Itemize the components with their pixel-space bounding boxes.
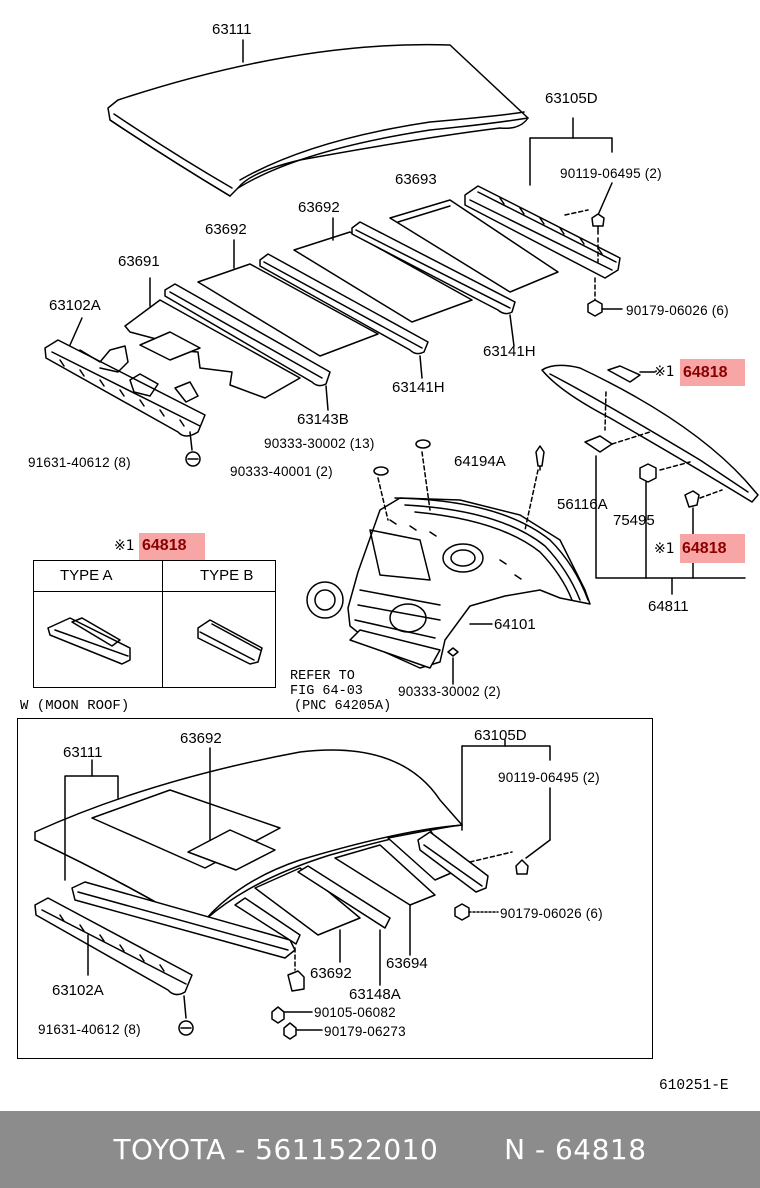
refer-line-3: (PNC 64205A) [294,699,392,714]
headliner-pad-63691-drawing [124,277,301,399]
footer-part-text: TOYOTA - 5611522010 N - 64818 [113,1133,647,1166]
roof-bow-63143b-drawing [164,283,331,411]
label-64101: 64101 [494,616,536,633]
front-header-63102a-drawing [44,317,206,467]
part-64818-typebox[interactable]: 64818 [142,537,187,554]
label-m90179-06026: 90179-06026 (6) [500,906,603,921]
exploded-view-drawing [34,39,759,1040]
type-a-clip-drawing [47,617,131,665]
trunk-lid-64811-drawing [541,364,759,595]
table-column-divider [162,561,163,687]
note-mark-1: ※1 [654,364,675,380]
label-63693: 63693 [395,171,437,188]
label-90119-top: 90119-06495 (2) [560,166,662,181]
label-91631-top: 91631-40612 (8) [28,455,131,470]
label-63102a-top: 63102A [49,297,101,314]
label-90333-40001: 90333-40001 (2) [230,464,333,479]
label-63105d-top: 63105D [545,90,598,107]
rear-rail-drawing [464,117,623,317]
moonroof-fasteners-drawing [271,947,323,1040]
label-m63148a: 63148A [349,986,401,1003]
type-b-label: TYPE B [200,567,254,584]
type-b-clip-drawing [197,619,263,665]
moonroof-front-header-drawing [34,897,194,1036]
note-mark-3: ※1 [114,538,135,554]
note-mark-2: ※1 [654,541,675,557]
headliner-63692-drawing [197,217,473,357]
package-tray-64101-drawing [306,439,591,685]
moonroof-rear-rail-drawing [417,739,551,921]
label-63692-a: 63692 [298,199,340,216]
label-m63692-top: 63692 [180,730,222,747]
headliner-63693-drawing [389,199,559,293]
label-m63105d: 63105D [474,727,527,744]
label-m63694: 63694 [386,955,428,972]
table-header-divider [34,591,275,592]
highlight-64818-top [680,359,745,386]
label-63141h-b: 63141H [392,379,445,396]
refer-line-2: FIG 64-03 [290,684,363,699]
label-m90179-06273: 90179-06273 [324,1024,406,1039]
roof-bow-63141h-drawing [259,221,516,379]
label-90333-30002-13: 90333-30002 (13) [264,436,375,451]
highlight-64818-right [680,534,745,563]
label-m63692-bot: 63692 [310,965,352,982]
refer-line-1: REFER TO [290,669,355,684]
label-63111-top: 63111 [212,21,252,38]
moonroof-variant-box [17,718,653,1059]
footer-bar: TOYOTA - 5611522010 N - 64818 [0,1111,760,1188]
figure-code: 610251-E [659,1078,729,1094]
label-64811: 64811 [648,598,689,615]
moonroof-section-title: W (MOON ROOF) [20,698,130,714]
clip-type-table: TYPE A TYPE B [33,560,276,688]
part-64818-top[interactable]: 64818 [683,364,728,381]
moonroof-panels-drawing [234,829,459,986]
label-56116a: 56116A [557,496,608,513]
label-m63111: 63111 [63,744,103,761]
label-75495: 75495 [613,512,655,529]
label-m90105: 90105-06082 [314,1005,396,1020]
label-63141h-a: 63141H [483,343,536,360]
label-90333-30002-2: 90333-30002 (2) [398,684,501,699]
label-63691: 63691 [118,253,160,270]
label-63143b: 63143B [297,411,349,428]
roof-panel-drawing [107,39,529,197]
label-m91631: 91631-40612 (8) [38,1022,141,1037]
label-m63102a: 63102A [52,982,104,999]
type-a-label: TYPE A [60,567,113,584]
label-90179-top: 90179-06026 (6) [626,303,729,318]
highlight-64818-typebox [139,533,205,560]
label-m90119: 90119-06495 (2) [498,770,600,785]
label-63692-b: 63692 [205,221,247,238]
label-64194a: 64194A [454,453,506,470]
part-64818-right[interactable]: 64818 [682,540,727,557]
